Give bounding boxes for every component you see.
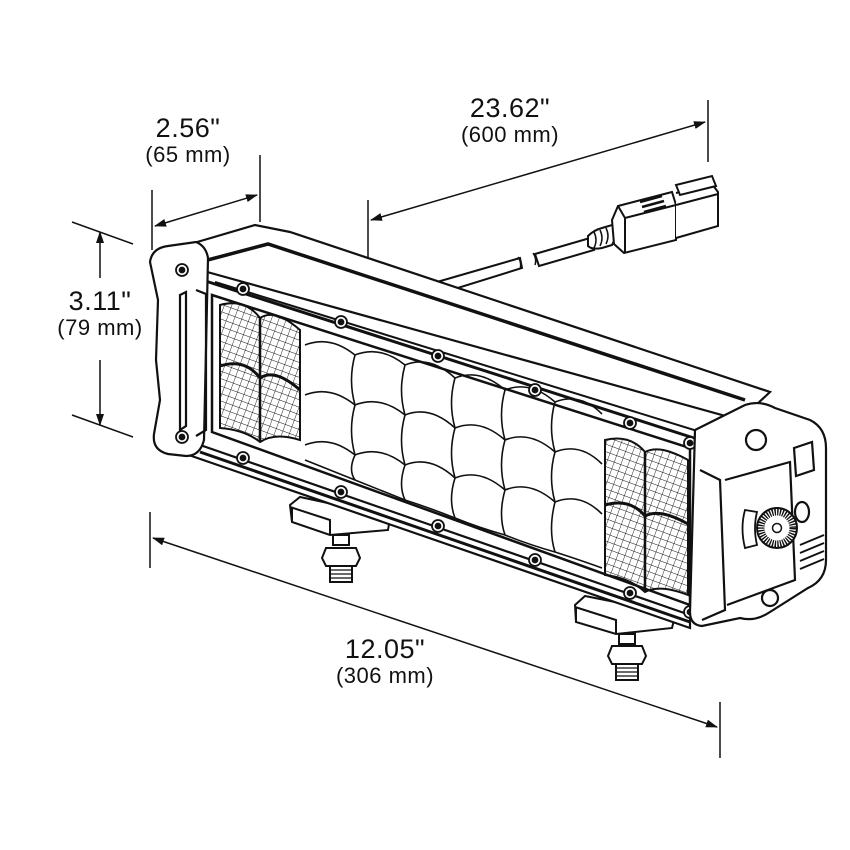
depth-imperial: 2.56" xyxy=(155,113,221,143)
length-metric: (306 mm) xyxy=(335,663,435,688)
dimension-length xyxy=(149,512,721,758)
dimension-depth xyxy=(151,155,261,250)
dimension-height xyxy=(71,221,134,438)
dimension-label-cable-length: 23.62" (600 mm) xyxy=(440,95,580,146)
cable-length-imperial: 23.62" xyxy=(469,93,551,123)
dimension-label-length: 12.05" (306 mm) xyxy=(315,636,455,687)
depth-metric: (65 mm) xyxy=(145,142,231,167)
breather-vent-icon xyxy=(741,507,798,550)
connector xyxy=(587,174,719,255)
mounting-bracket-right xyxy=(573,594,677,681)
length-imperial: 12.05" xyxy=(344,634,426,664)
height-imperial: 3.11" xyxy=(68,286,132,316)
dimension-label-depth: 2.56" (65 mm) xyxy=(128,115,248,166)
dimension-cable-length xyxy=(367,100,709,262)
mounting-bracket-left xyxy=(288,495,392,583)
housing xyxy=(148,223,773,630)
cable-length-metric: (600 mm) xyxy=(460,122,560,147)
lens-array xyxy=(210,293,692,607)
dimension-label-height: 3.11" (79 mm) xyxy=(40,288,160,339)
end-cap xyxy=(688,401,828,628)
height-metric: (79 mm) xyxy=(57,315,143,340)
